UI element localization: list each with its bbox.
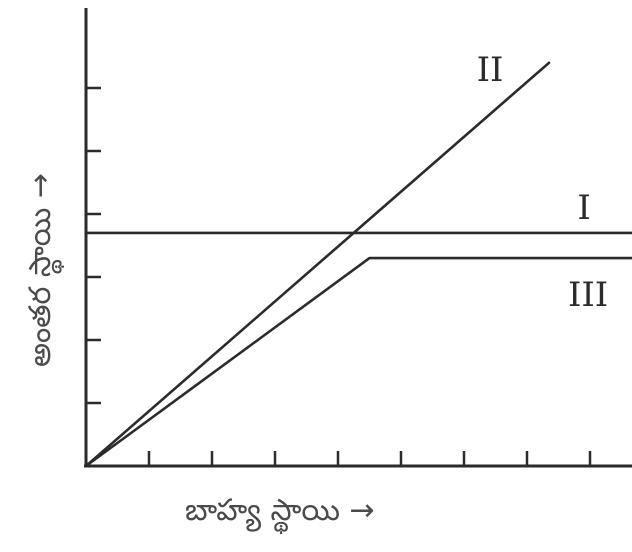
series — [84, 61, 632, 468]
series-label-ii: II — [477, 50, 504, 90]
series-line-iii — [84, 256, 632, 468]
ticks — [86, 86, 592, 466]
series-line-ii — [84, 61, 551, 468]
y-axis-label: అంతర స్థాయి → — [23, 173, 65, 367]
series-label-iii: III — [568, 275, 608, 315]
series-label-i: I — [577, 188, 590, 228]
axes — [84, 8, 632, 468]
x-axis-label: బాహ్య స్థాయి → — [185, 493, 375, 535]
